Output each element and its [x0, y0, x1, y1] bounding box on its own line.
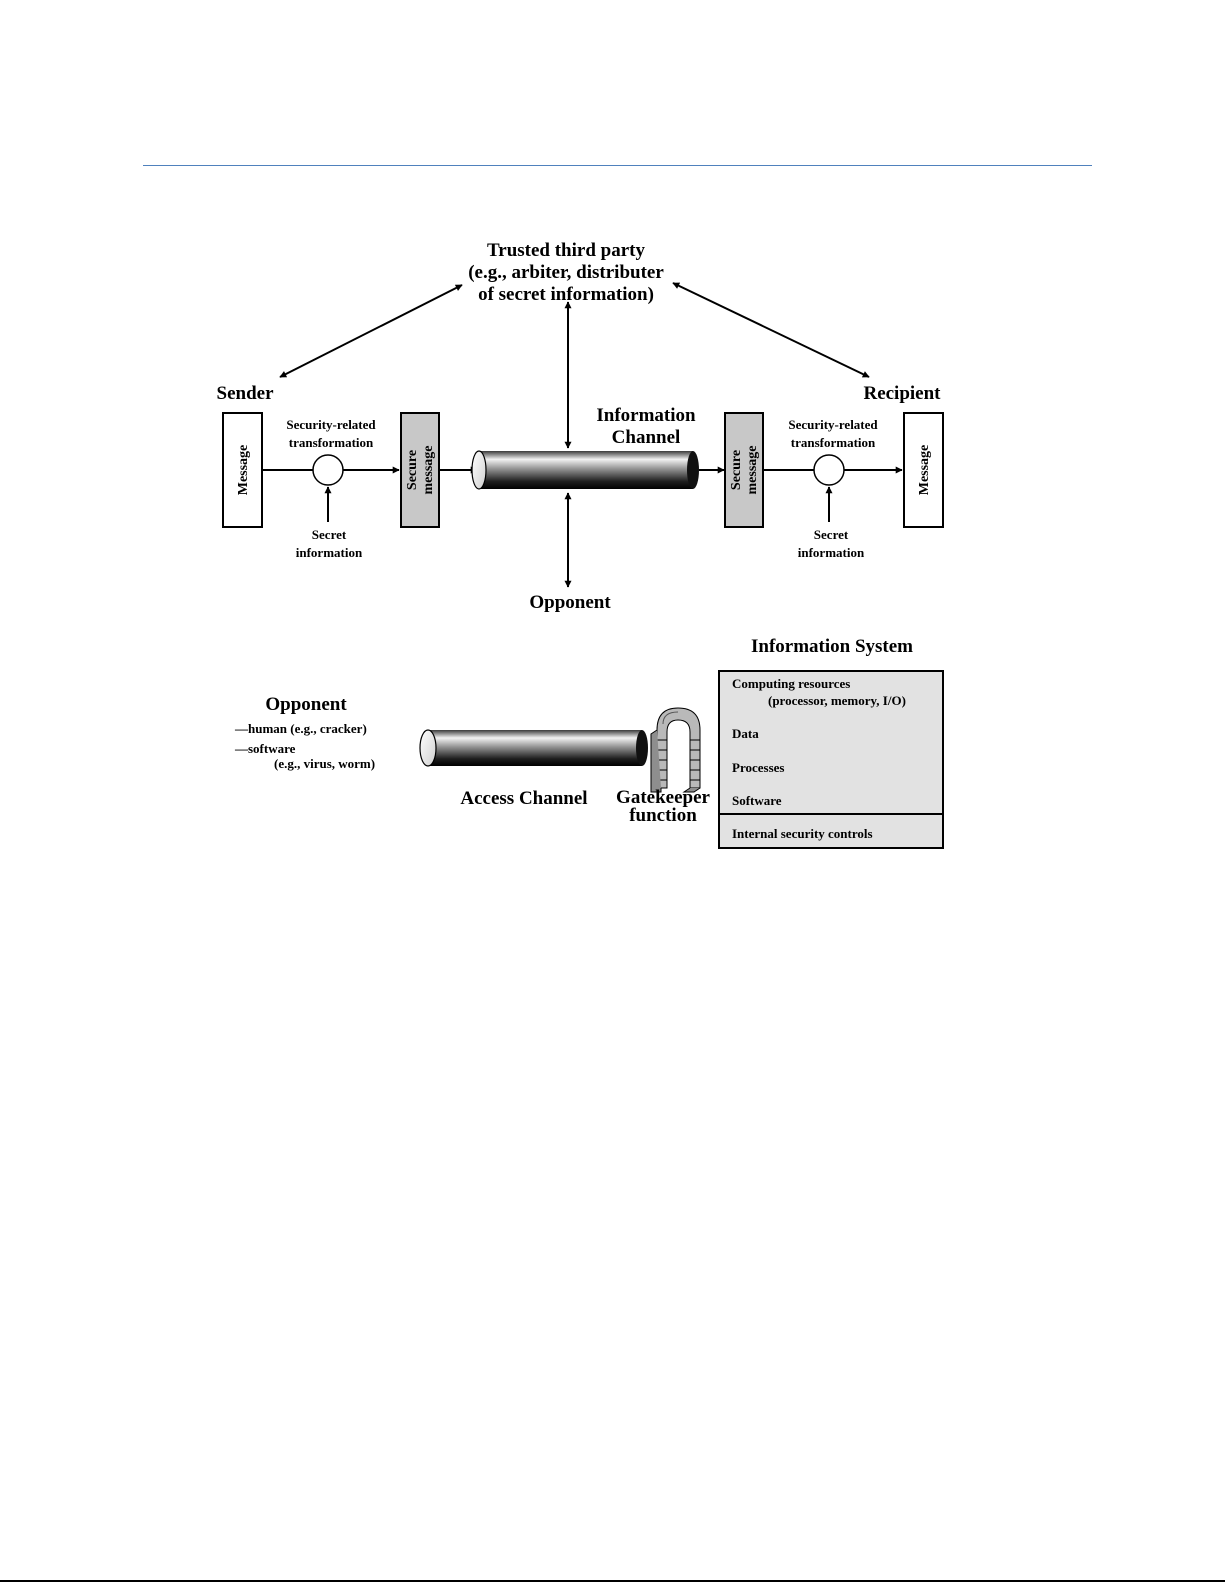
sender-message-box: Message [222, 412, 263, 528]
information-channel-label: Information Channel [596, 405, 696, 448]
sender-label: Sender [217, 383, 275, 404]
gatekeeper-icon [650, 707, 701, 793]
svg-text:Channel: Channel [612, 427, 681, 448]
information-system-box [718, 670, 944, 849]
gatekeeper-label: Gatekeeper function [616, 787, 710, 826]
svg-text:of secret information): of secret information) [478, 284, 654, 305]
svg-text:Secret: Secret [312, 527, 347, 542]
transformation-node-left [312, 454, 344, 486]
svg-text:—software: —software [234, 741, 296, 756]
recipient-label: Recipient [863, 383, 941, 404]
computing-resources-label: Computing resources [732, 676, 850, 691]
transformation-node-right [813, 454, 845, 486]
svg-text:Message: Message [917, 445, 932, 496]
svg-text:Security-related: Security-related [286, 417, 376, 432]
data-label: Data [732, 726, 759, 741]
footer-rule [0, 1580, 1225, 1582]
arrow-sender-trusted [279, 284, 463, 378]
svg-text:message: message [421, 446, 436, 495]
svg-text:function: function [629, 805, 697, 826]
access-opponent-title: Opponent [265, 694, 347, 715]
svg-text:transformation: transformation [791, 435, 876, 450]
svg-text:Secret: Secret [814, 527, 849, 542]
svg-text:Gatekeeper: Gatekeeper [616, 787, 710, 808]
svg-text:—human (e.g., cracker): —human (e.g., cracker) [234, 721, 367, 736]
opponent-label: Opponent [529, 592, 611, 613]
information-channel-pipe [471, 450, 699, 490]
svg-text:(e.g., virus, worm): (e.g., virus, worm) [274, 756, 375, 771]
secret-information-label-right: Secret information [798, 527, 865, 560]
access-opponent-list: —human (e.g., cracker) —software (e.g., … [234, 721, 375, 771]
svg-text:transformation: transformation [289, 435, 374, 450]
access-channel-pipe [419, 729, 648, 767]
svg-text:(e.g., arbiter, distributer: (e.g., arbiter, distributer [468, 262, 664, 283]
header-rule [143, 165, 1092, 166]
secure-message-box-right: Secure message [724, 412, 764, 528]
software-label: Software [732, 793, 782, 808]
svg-text:Message: Message [236, 445, 251, 496]
svg-text:Secure: Secure [405, 450, 420, 490]
secure-message-box-left: Secure message [400, 412, 440, 528]
transformation-label-right: Security-related transformation [788, 417, 878, 450]
processes-label: Processes [732, 760, 784, 775]
svg-text:information: information [798, 545, 865, 560]
svg-text:information: information [296, 545, 363, 560]
recipient-message-box: Message [903, 412, 944, 528]
trusted-third-party-label: Trusted third party (e.g., arbiter, dist… [468, 240, 664, 305]
access-channel-label: Access Channel [460, 788, 587, 809]
computing-resources-detail: (processor, memory, I/O) [768, 693, 906, 708]
information-system-title: Information System [751, 636, 913, 657]
svg-text:Information: Information [596, 405, 696, 426]
svg-text:Trusted third party: Trusted third party [487, 240, 645, 261]
svg-text:message: message [745, 446, 760, 495]
transformation-label-left: Security-related transformation [286, 417, 376, 450]
secret-information-label-left: Secret information [296, 527, 363, 560]
svg-text:Secure: Secure [729, 450, 744, 490]
internal-security-controls-label: Internal security controls [732, 826, 873, 841]
arrow-trusted-recipient [672, 282, 870, 378]
svg-text:Security-related: Security-related [788, 417, 878, 432]
